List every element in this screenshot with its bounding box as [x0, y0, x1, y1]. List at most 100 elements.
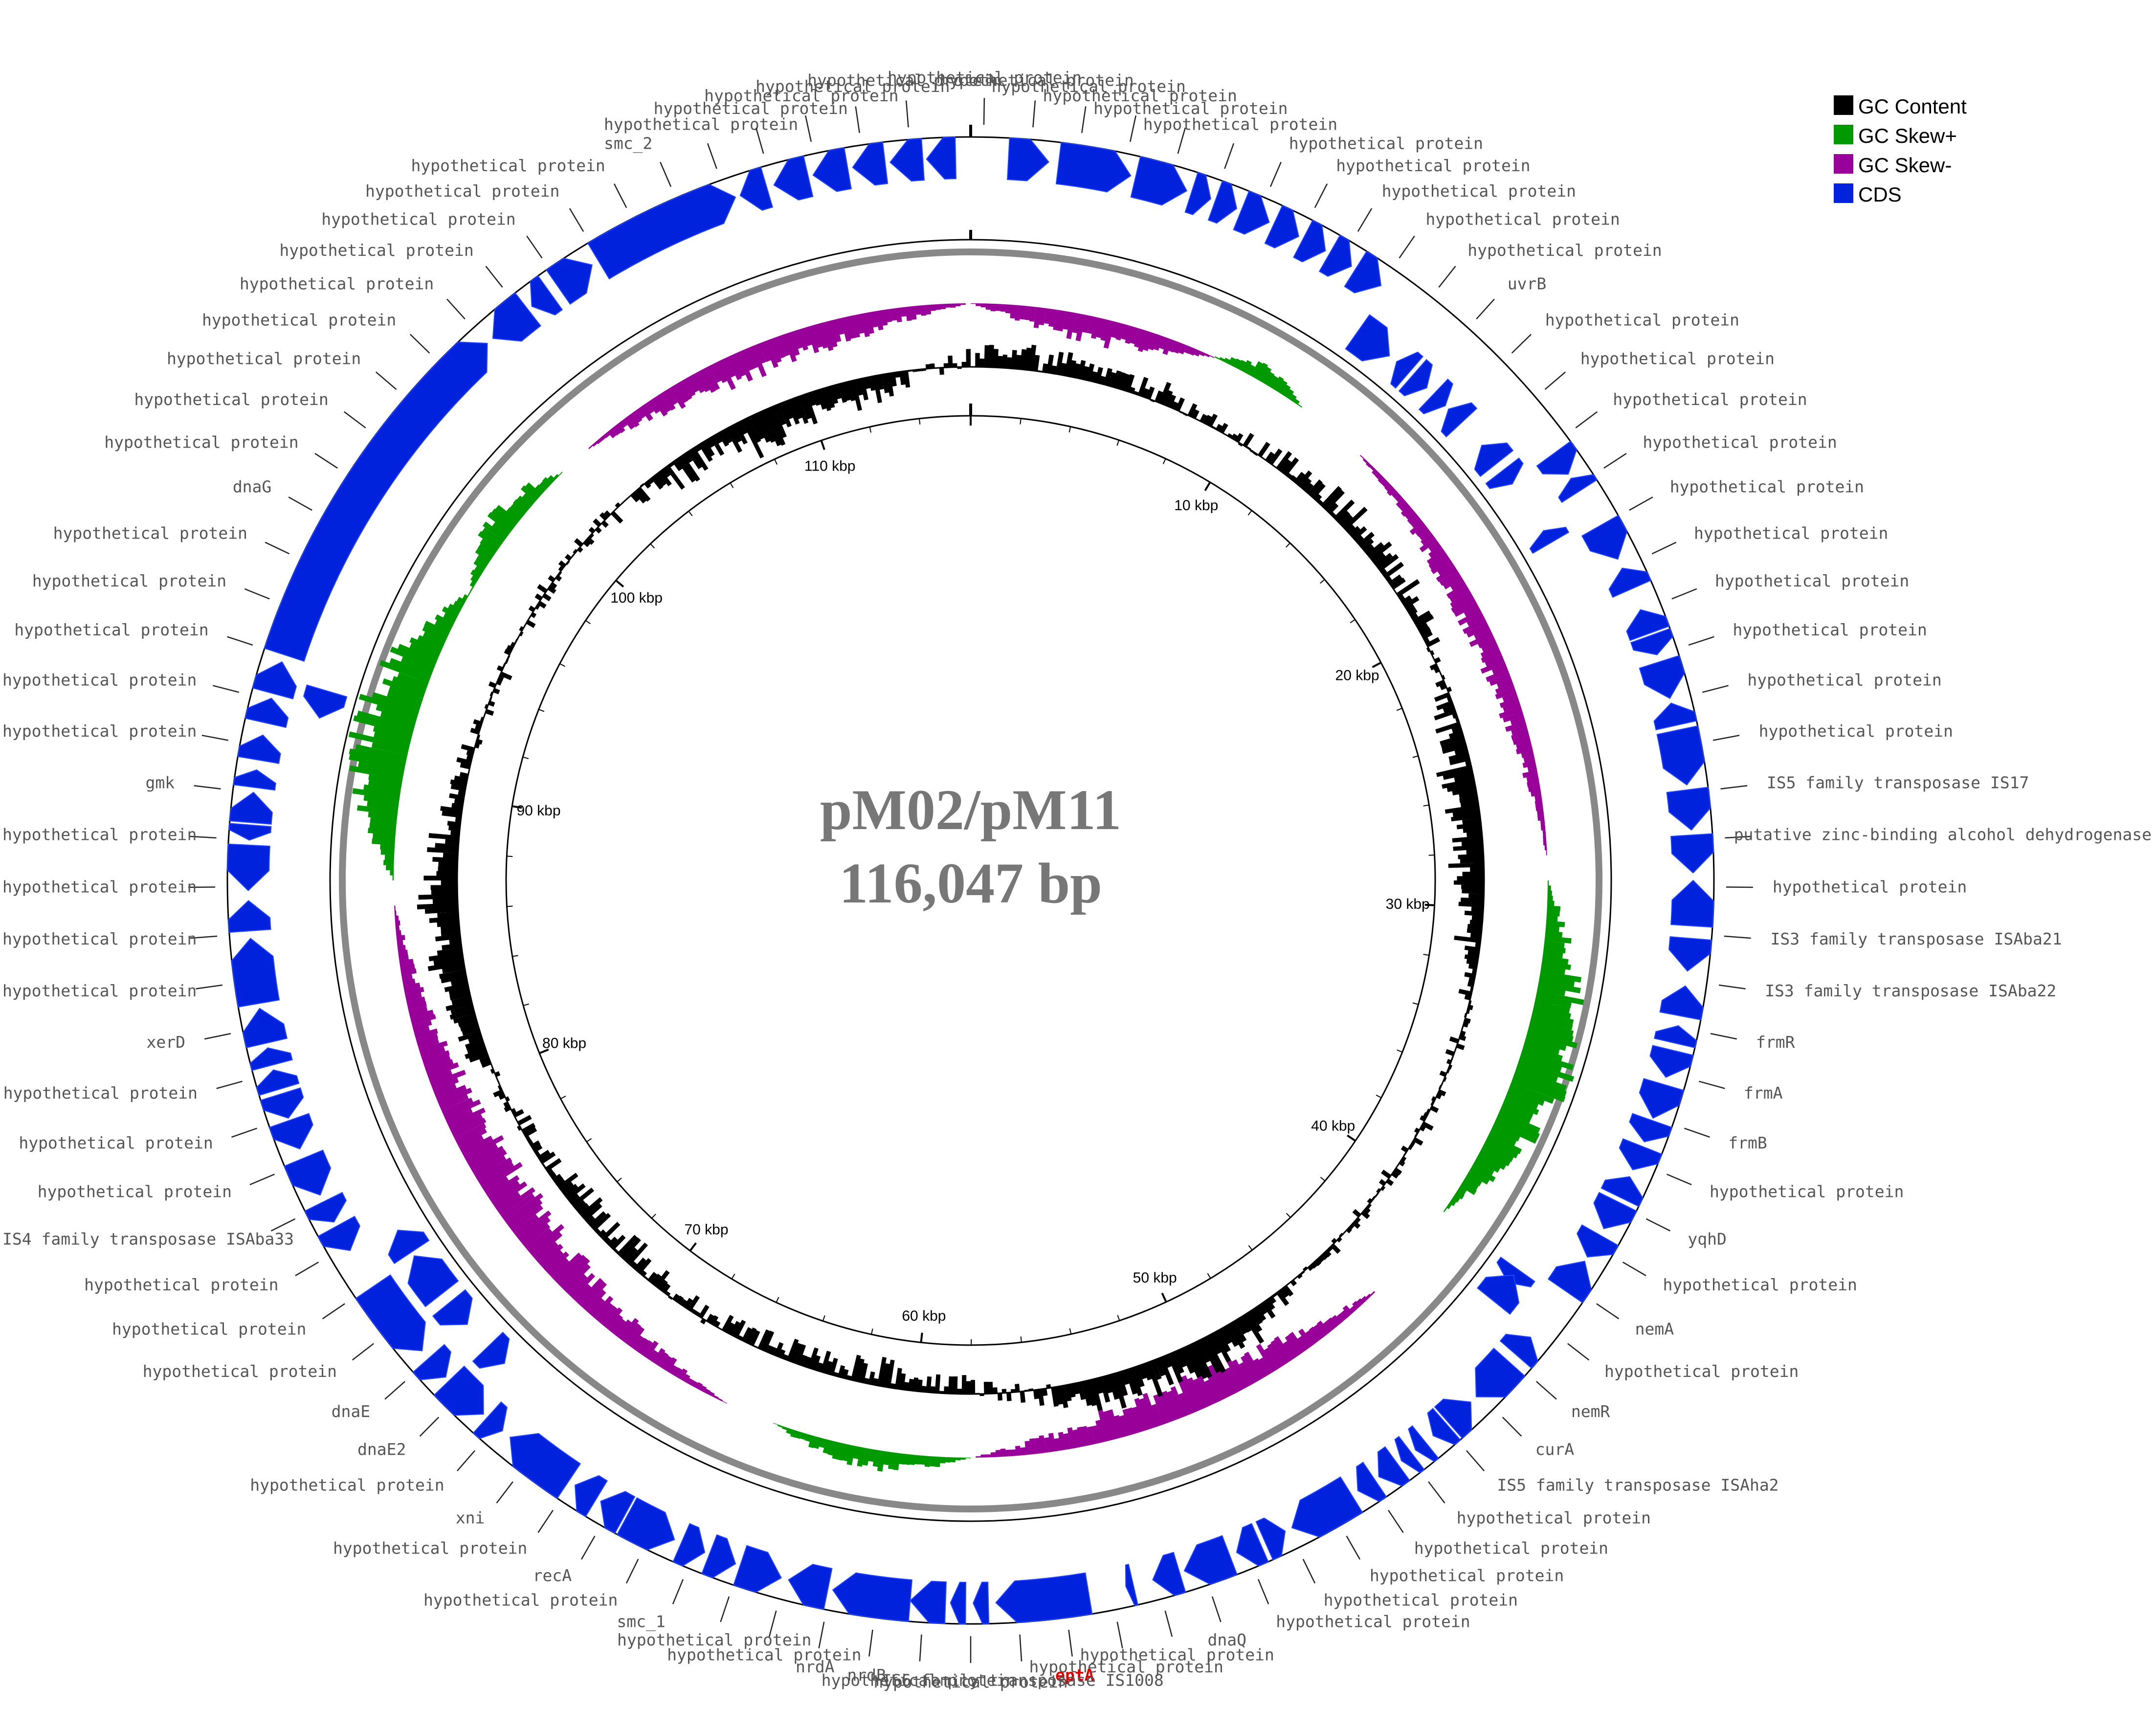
- cds-feature: [733, 1545, 782, 1593]
- label-leader: [1466, 1450, 1485, 1472]
- gene-label: eptA: [1055, 1666, 1094, 1685]
- scale-tick: [538, 709, 545, 712]
- cds-feature: [1345, 314, 1390, 361]
- label-leader: [1603, 453, 1627, 469]
- cds-feature: [1394, 1436, 1425, 1473]
- label-leader: [1164, 1610, 1173, 1637]
- label-leader: [1502, 1417, 1522, 1437]
- scale-tick: [1069, 1328, 1072, 1334]
- gene-label: hypothetical protein: [1370, 1566, 1564, 1585]
- gene-label: IS5 family transposase ISAha2: [1497, 1475, 1778, 1494]
- cds-feature: [1600, 1176, 1644, 1207]
- label-leader: [270, 1218, 296, 1232]
- legend-label-gc-content: GC Content: [1858, 95, 1967, 118]
- cds-feature: [1236, 1523, 1269, 1567]
- label-leader: [1511, 334, 1532, 354]
- scale-label: 30 kbp: [1386, 896, 1430, 912]
- scale-tick: [1320, 579, 1325, 584]
- gene-label: hypothetical protein: [1467, 241, 1662, 260]
- label-leader: [190, 935, 218, 939]
- gene-label: hypothetical protein: [53, 523, 247, 542]
- cds-feature: [412, 1344, 451, 1381]
- cds-feature: [1577, 1224, 1619, 1258]
- label-leader: [580, 1535, 596, 1560]
- cds-feature: [233, 769, 276, 791]
- cds-feature: [229, 791, 273, 825]
- gene-label: recA: [533, 1566, 572, 1585]
- cds-feature: [788, 1564, 833, 1610]
- gene-label: IS3 family transposase ISAba22: [1765, 981, 2056, 1000]
- label-leader: [1428, 1481, 1445, 1504]
- label-leader: [1302, 1558, 1316, 1584]
- cds-feature: [600, 1491, 636, 1534]
- gene-label: putative zinc-binding alcohol dehydrogen…: [1734, 825, 2152, 844]
- scale-tick: [730, 482, 734, 488]
- gene-label: hypothetical protein: [134, 390, 328, 409]
- cds-feature: [616, 1497, 675, 1551]
- cds-feature: [852, 141, 889, 186]
- label-leader: [1671, 588, 1697, 600]
- gene-label: hypothetical protein: [756, 77, 950, 96]
- scale-label: 40 kbp: [1311, 1118, 1355, 1134]
- cds-feature: [1427, 1408, 1461, 1445]
- label-leader: [194, 785, 221, 790]
- cds-feature: [1649, 1045, 1694, 1078]
- label-leader: [1712, 735, 1740, 741]
- label-leader: [1535, 1381, 1557, 1400]
- cds-feature: [1629, 1113, 1672, 1143]
- cds-feature: [433, 1365, 484, 1416]
- gene-label: hypothetical protein: [822, 1671, 1016, 1690]
- gene-label: hypothetical protein: [704, 86, 898, 105]
- gene-label: xerD: [147, 1033, 185, 1052]
- gene-label: hypothetical protein: [1043, 86, 1237, 105]
- scale-tick: [1423, 954, 1429, 956]
- scale-tick: [774, 459, 778, 465]
- gene-label: hypothetical protein: [1336, 156, 1530, 175]
- gene-label: hypothetical protein: [1545, 311, 1739, 330]
- scale-tick: [1247, 510, 1252, 516]
- gene-label: hypothetical protein: [202, 311, 396, 330]
- label-leader: [1346, 1535, 1361, 1560]
- scale-tick: [511, 805, 522, 809]
- gene-label: IS6 family transposase IS1008: [882, 1671, 1164, 1690]
- label-leader: [1726, 886, 1753, 888]
- label-leader: [720, 1596, 730, 1622]
- label-leader: [1544, 371, 1566, 390]
- label-leader: [868, 1629, 873, 1657]
- cds-feature: [1293, 220, 1326, 263]
- gene-label: uvrB: [1508, 274, 1546, 293]
- label-leader: [1177, 127, 1186, 154]
- gene-label: nemA: [1635, 1320, 1674, 1339]
- scale-tick: [1372, 661, 1382, 668]
- scale-tick: [585, 620, 591, 625]
- label-leader: [419, 1417, 440, 1437]
- gene-label: smc_2: [604, 134, 652, 154]
- gene-label: nrdB: [847, 1666, 886, 1685]
- label-leader: [213, 685, 240, 693]
- cds-feature: [1619, 1138, 1663, 1171]
- cds-feature: [264, 341, 488, 662]
- cds-feature: [228, 900, 271, 933]
- cds-feature: [1434, 1398, 1472, 1439]
- scale-tick: [586, 1138, 592, 1143]
- cds-feature: [227, 843, 270, 891]
- scale-tick: [522, 756, 529, 759]
- gene-label: hypothetical protein: [411, 156, 605, 175]
- label-leader: [919, 1634, 922, 1662]
- label-leader: [1357, 208, 1373, 232]
- label-leader: [1019, 1634, 1022, 1662]
- gene-label: hypothetical protein: [1759, 721, 1953, 741]
- cds-feature: [510, 1433, 581, 1499]
- label-leader: [1720, 785, 1748, 790]
- label-leader: [1622, 1261, 1646, 1277]
- gene-label: IS5 family transposase IS17: [1767, 773, 2029, 792]
- label-leader: [384, 1381, 406, 1400]
- cds-feature: [587, 184, 736, 280]
- gene-label: hypothetical protein: [279, 241, 473, 260]
- cds-feature: [303, 684, 348, 719]
- label-leader: [1269, 161, 1282, 187]
- label-leader: [1129, 115, 1137, 142]
- label-leader: [196, 984, 223, 990]
- cds-feature: [492, 292, 541, 342]
